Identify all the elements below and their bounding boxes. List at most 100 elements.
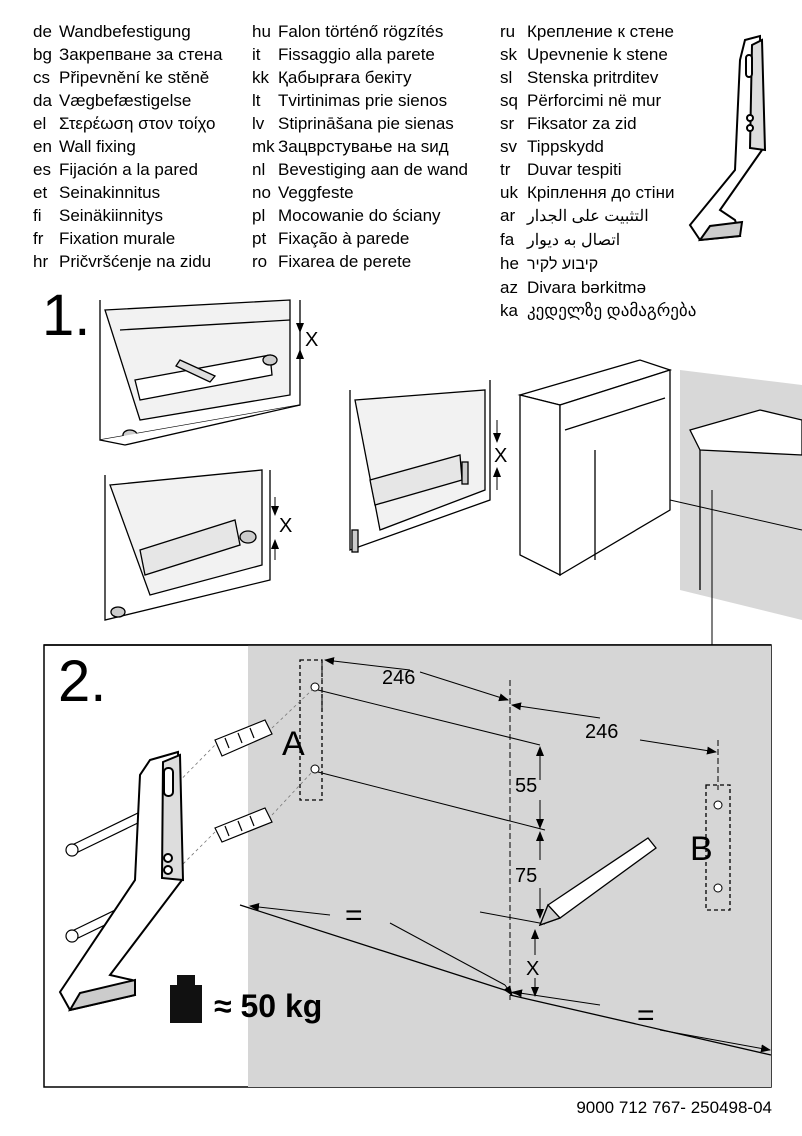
dimension-75: 75 [515, 865, 537, 887]
language-text: Fissaggio alla parete [278, 45, 435, 64]
language-row-es: es Fijación a la pared [33, 158, 223, 181]
language-row-tr: tr Duvar tespiti [500, 158, 696, 181]
language-text: Fiksator za zid [527, 114, 637, 133]
language-row-ar: ar التثبيت على الجدار [500, 204, 696, 228]
weight-icon [170, 975, 202, 1023]
language-row-sr: sr Fiksator za zid [500, 112, 696, 135]
language-text: التثبيت على الجدار [527, 208, 649, 225]
language-text: Duvar tespiti [527, 160, 622, 179]
language-text: Mocowanie do ściany [278, 206, 441, 225]
language-text: Tvirtinimas prie sienos [278, 91, 448, 110]
language-row-ru: ru Крепление к стене [500, 20, 696, 43]
language-code: el [33, 114, 47, 133]
language-code: ka [500, 301, 518, 320]
language-code: ro [252, 252, 268, 271]
language-code: ru [500, 22, 516, 41]
language-text: Përforcimi në mur [527, 91, 662, 110]
template-a-label: A [282, 725, 305, 763]
document-number: 9000 712 767- 250498-04 [576, 1098, 772, 1117]
language-text: Крепление к стене [527, 22, 675, 41]
language-code: bg [33, 45, 52, 64]
weight-label: ≈ 50 kg [214, 988, 323, 1024]
appliance-view-3 [349, 380, 491, 553]
language-row-fr: fr Fixation murale [33, 227, 223, 250]
language-code: he [500, 254, 519, 273]
language-row-hu: hu Falon történő rögzítés [252, 20, 468, 43]
language-text: Bevestiging aan de wand [278, 160, 468, 179]
step-2-number: 2. [58, 649, 107, 714]
language-row-lt: lt Tvirtinimas prie sienos [252, 89, 468, 112]
appliance-view-2 [104, 469, 271, 621]
language-text: კედელზე დამაგრება [527, 301, 697, 320]
language-text: Seinäkiinnitys [59, 206, 163, 225]
language-row-kk: kk Қабырғаға бекіту [252, 66, 468, 89]
language-code: kk [252, 68, 269, 87]
language-code: sl [500, 68, 513, 87]
language-text: Pričvršćenje na zidu [59, 252, 212, 271]
wall-bracket-icon [688, 34, 767, 242]
language-text: Кріплення до стіни [527, 183, 675, 202]
language-row-fa: fa اتصال به ديوار [500, 228, 696, 252]
language-code: et [33, 183, 48, 202]
language-code: da [33, 91, 52, 110]
language-row-pt: pt Fixação à parede [252, 227, 468, 250]
language-text: Falon történő rögzítés [278, 22, 444, 41]
language-code: sr [500, 114, 515, 133]
language-code: it [252, 45, 261, 64]
dim-arrow-246-a-right [419, 671, 509, 702]
language-code: tr [500, 160, 511, 179]
language-code: lv [252, 114, 265, 133]
language-code: lt [252, 91, 261, 110]
step1-dim-label-3: X [494, 445, 507, 467]
language-row-ka: ka კედელზე დამაგრება [500, 299, 696, 322]
language-code: fa [500, 230, 515, 249]
language-row-fi: fi Seinäkiinnitys [33, 204, 223, 227]
language-text: Vægbefæstigelse [59, 91, 192, 110]
language-text: Fixation murale [59, 229, 176, 248]
language-text: Fixação à parede [278, 229, 410, 248]
language-code: hu [252, 22, 271, 41]
language-row-da: da Vægbefæstigelse [33, 89, 223, 112]
language-code: fi [33, 206, 42, 225]
dimension-246-right: 246 [585, 721, 618, 743]
template-a [299, 659, 323, 801]
language-code: hr [33, 252, 49, 271]
language-text: اتصال به ديوار [527, 232, 621, 249]
language-text: Veggfeste [278, 183, 354, 202]
language-code: fr [33, 229, 44, 248]
language-row-sq: sq Përforcimi në mur [500, 89, 696, 112]
language-text: Fijación a la pared [59, 160, 198, 179]
dim-arrow-246-a-left [324, 657, 411, 671]
language-text: Қабырғаға бекіту [278, 68, 412, 87]
step1-dim-label-2: X [279, 515, 292, 537]
language-list-column-2: hu Falon történő rögzítés it Fissaggio alla… [252, 20, 468, 273]
wall-bracket-icon [58, 750, 185, 1012]
dimension-246-top: 246 [382, 667, 415, 689]
language-code: es [33, 160, 51, 179]
language-text: Upevnenie k stene [527, 45, 668, 64]
language-row-hr: hr Pričvršćenje na zidu [33, 250, 223, 273]
language-row-et: et Seinakinnitus [33, 181, 223, 204]
language-code: pt [252, 229, 267, 248]
language-text: Wall fixing [59, 137, 136, 156]
language-code: no [252, 183, 271, 202]
language-code: sv [500, 137, 517, 156]
dowel-icon [214, 719, 273, 843]
language-text: Seinakinnitus [59, 183, 161, 202]
language-text: קיבוע לקיר [527, 256, 599, 273]
language-code: sq [500, 91, 518, 110]
language-code: ar [500, 206, 516, 225]
pencil-icon [538, 837, 657, 927]
